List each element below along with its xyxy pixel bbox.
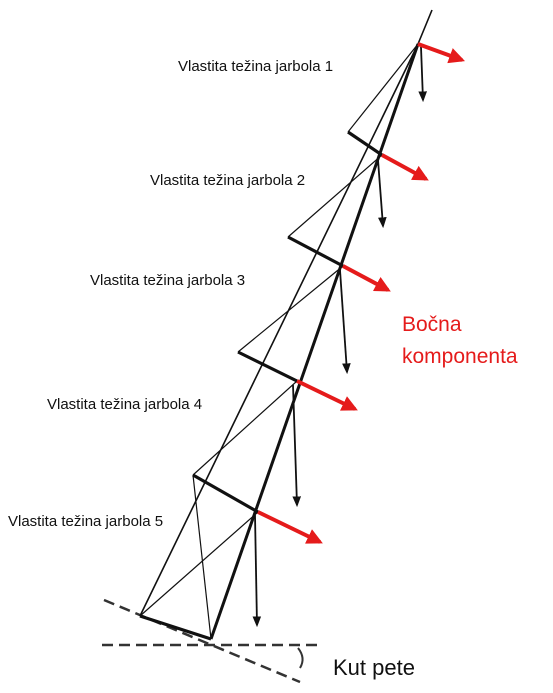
mast-struts [139, 130, 383, 641]
side-force-arrow-5 [257, 510, 323, 544]
weight-arrow-4 [292, 384, 302, 508]
strut-1 [347, 130, 383, 157]
side-force-arrow-4 [296, 379, 358, 411]
side-force-arrow-2 [381, 153, 429, 181]
weight-label-3: Vlastita težina jarbola 3 [90, 272, 246, 289]
weight-arrow-5 [252, 514, 262, 628]
weight-arrows [252, 46, 427, 628]
side-force-arrows [257, 42, 466, 544]
tilted-reference-line [103, 598, 301, 684]
side-force-arrow-1 [417, 42, 466, 64]
mast-inner-chord [209, 43, 420, 640]
heel-angle-arc [297, 647, 304, 669]
weight-arrow-1 [418, 46, 427, 103]
weight-label-2: Vlastita težina jarbola 2 [150, 172, 306, 189]
weight-label-4: Vlastita težina jarbola 4 [47, 396, 203, 413]
heel-angle-label: Kut pete [333, 655, 415, 680]
mast-diagonal-bracing [139, 43, 419, 640]
strut-2 [287, 235, 344, 268]
strut-bottom [139, 614, 212, 641]
weight-label-1: Vlastita težina jarbola 1 [178, 58, 334, 75]
weight-arrow-3 [339, 269, 351, 375]
side-component-label-line-2: komponenta [402, 345, 518, 368]
strut-4 [192, 473, 259, 514]
weight-arrow-2 [377, 159, 387, 229]
mast-outer-chord [139, 9, 433, 617]
strut-3 [237, 350, 298, 383]
side-component-label-line-1: Bočna [402, 313, 462, 336]
side-force-arrow-3 [342, 264, 391, 292]
weight-label-5: Vlastita težina jarbola 5 [8, 513, 164, 530]
